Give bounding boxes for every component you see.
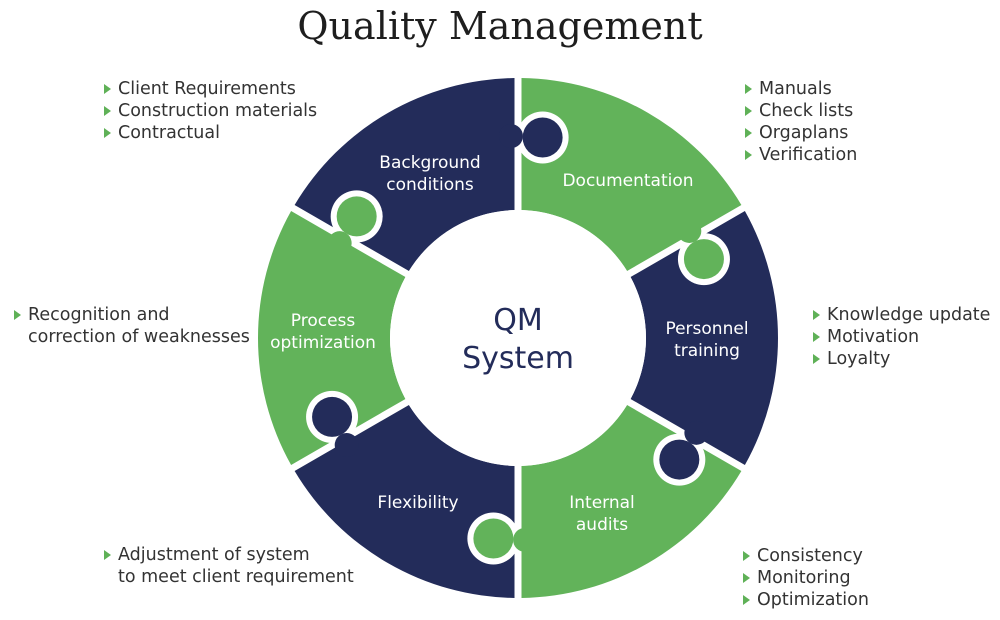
segment-label-audits-line2: audits — [576, 515, 628, 535]
bullets-background: Client Requirements Construction materia… — [104, 78, 317, 144]
list-item-line1: Adjustment of system — [118, 545, 310, 565]
list-item: Check lists — [745, 100, 857, 122]
list-item: Construction materials — [104, 100, 317, 122]
center-circle — [390, 210, 646, 466]
list-item: Consistency — [743, 545, 869, 567]
list-item: Recognition and correction of weaknesses — [14, 304, 250, 348]
puzzle-tab-process — [336, 196, 377, 237]
puzzle-tab-flexibility — [312, 396, 353, 437]
segment-label-documentation: Documentation — [562, 171, 693, 191]
center-title-line2: System — [462, 341, 574, 376]
page-title: Quality Management — [297, 4, 703, 48]
segment-personnel — [630, 211, 778, 465]
segment-label-personnel-line2: training — [674, 341, 740, 361]
puzzle-tab-personnel — [659, 439, 700, 480]
list-item: Contractual — [104, 122, 317, 144]
list-item-line2: to meet client requirement — [118, 567, 354, 587]
puzzle-tab-neck — [684, 420, 709, 445]
list-item: Adjustment of system to meet client requ… — [104, 544, 354, 588]
segment-label-background-line1: Background — [379, 153, 480, 173]
list-item: Motivation — [813, 326, 990, 348]
segment-label-flexibility: Flexibility — [377, 493, 458, 513]
list-item: Verification — [745, 144, 857, 166]
segment-label-process-line1: Process — [291, 311, 356, 331]
list-item: Client Requirements — [104, 78, 317, 100]
puzzle-tab-background — [522, 117, 563, 158]
puzzle-tab-audits — [473, 518, 514, 559]
segment-label-audits-line1: Internal — [569, 493, 635, 513]
segment-process — [258, 211, 406, 465]
puzzle-tab-neck — [334, 433, 359, 458]
segment-label-personnel-line1: Personnel — [665, 319, 748, 339]
list-item: Knowledge update — [813, 304, 990, 326]
puzzle-tab-documentation — [683, 239, 724, 280]
bullets-process: Recognition and correction of weaknesses — [14, 304, 250, 348]
puzzle-tab-neck — [513, 527, 538, 552]
list-item-line1: Recognition and — [28, 305, 170, 325]
center-title-line1: QM — [493, 303, 543, 338]
list-item: Optimization — [743, 589, 869, 611]
puzzle-tab-neck — [498, 124, 523, 149]
bullets-audits: Consistency Monitoring Optimization — [743, 545, 869, 611]
bullets-flexibility: Adjustment of system to meet client requ… — [104, 544, 354, 588]
list-item-line2: correction of weaknesses — [28, 327, 250, 347]
bullets-documentation: Manuals Check lists Orgaplans Verificati… — [745, 78, 857, 166]
puzzle-tab-neck — [327, 231, 352, 256]
list-item: Manuals — [745, 78, 857, 100]
segment-label-process-line2: optimization — [270, 333, 376, 353]
puzzle-tabs — [306, 111, 730, 565]
list-item: Loyalty — [813, 348, 990, 370]
segment-label-background-line2: conditions — [386, 175, 474, 195]
list-item: Orgaplans — [745, 122, 857, 144]
puzzle-tab-neck — [677, 218, 702, 243]
bullets-personnel: Knowledge update Motivation Loyalty — [813, 304, 990, 370]
list-item: Monitoring — [743, 567, 869, 589]
